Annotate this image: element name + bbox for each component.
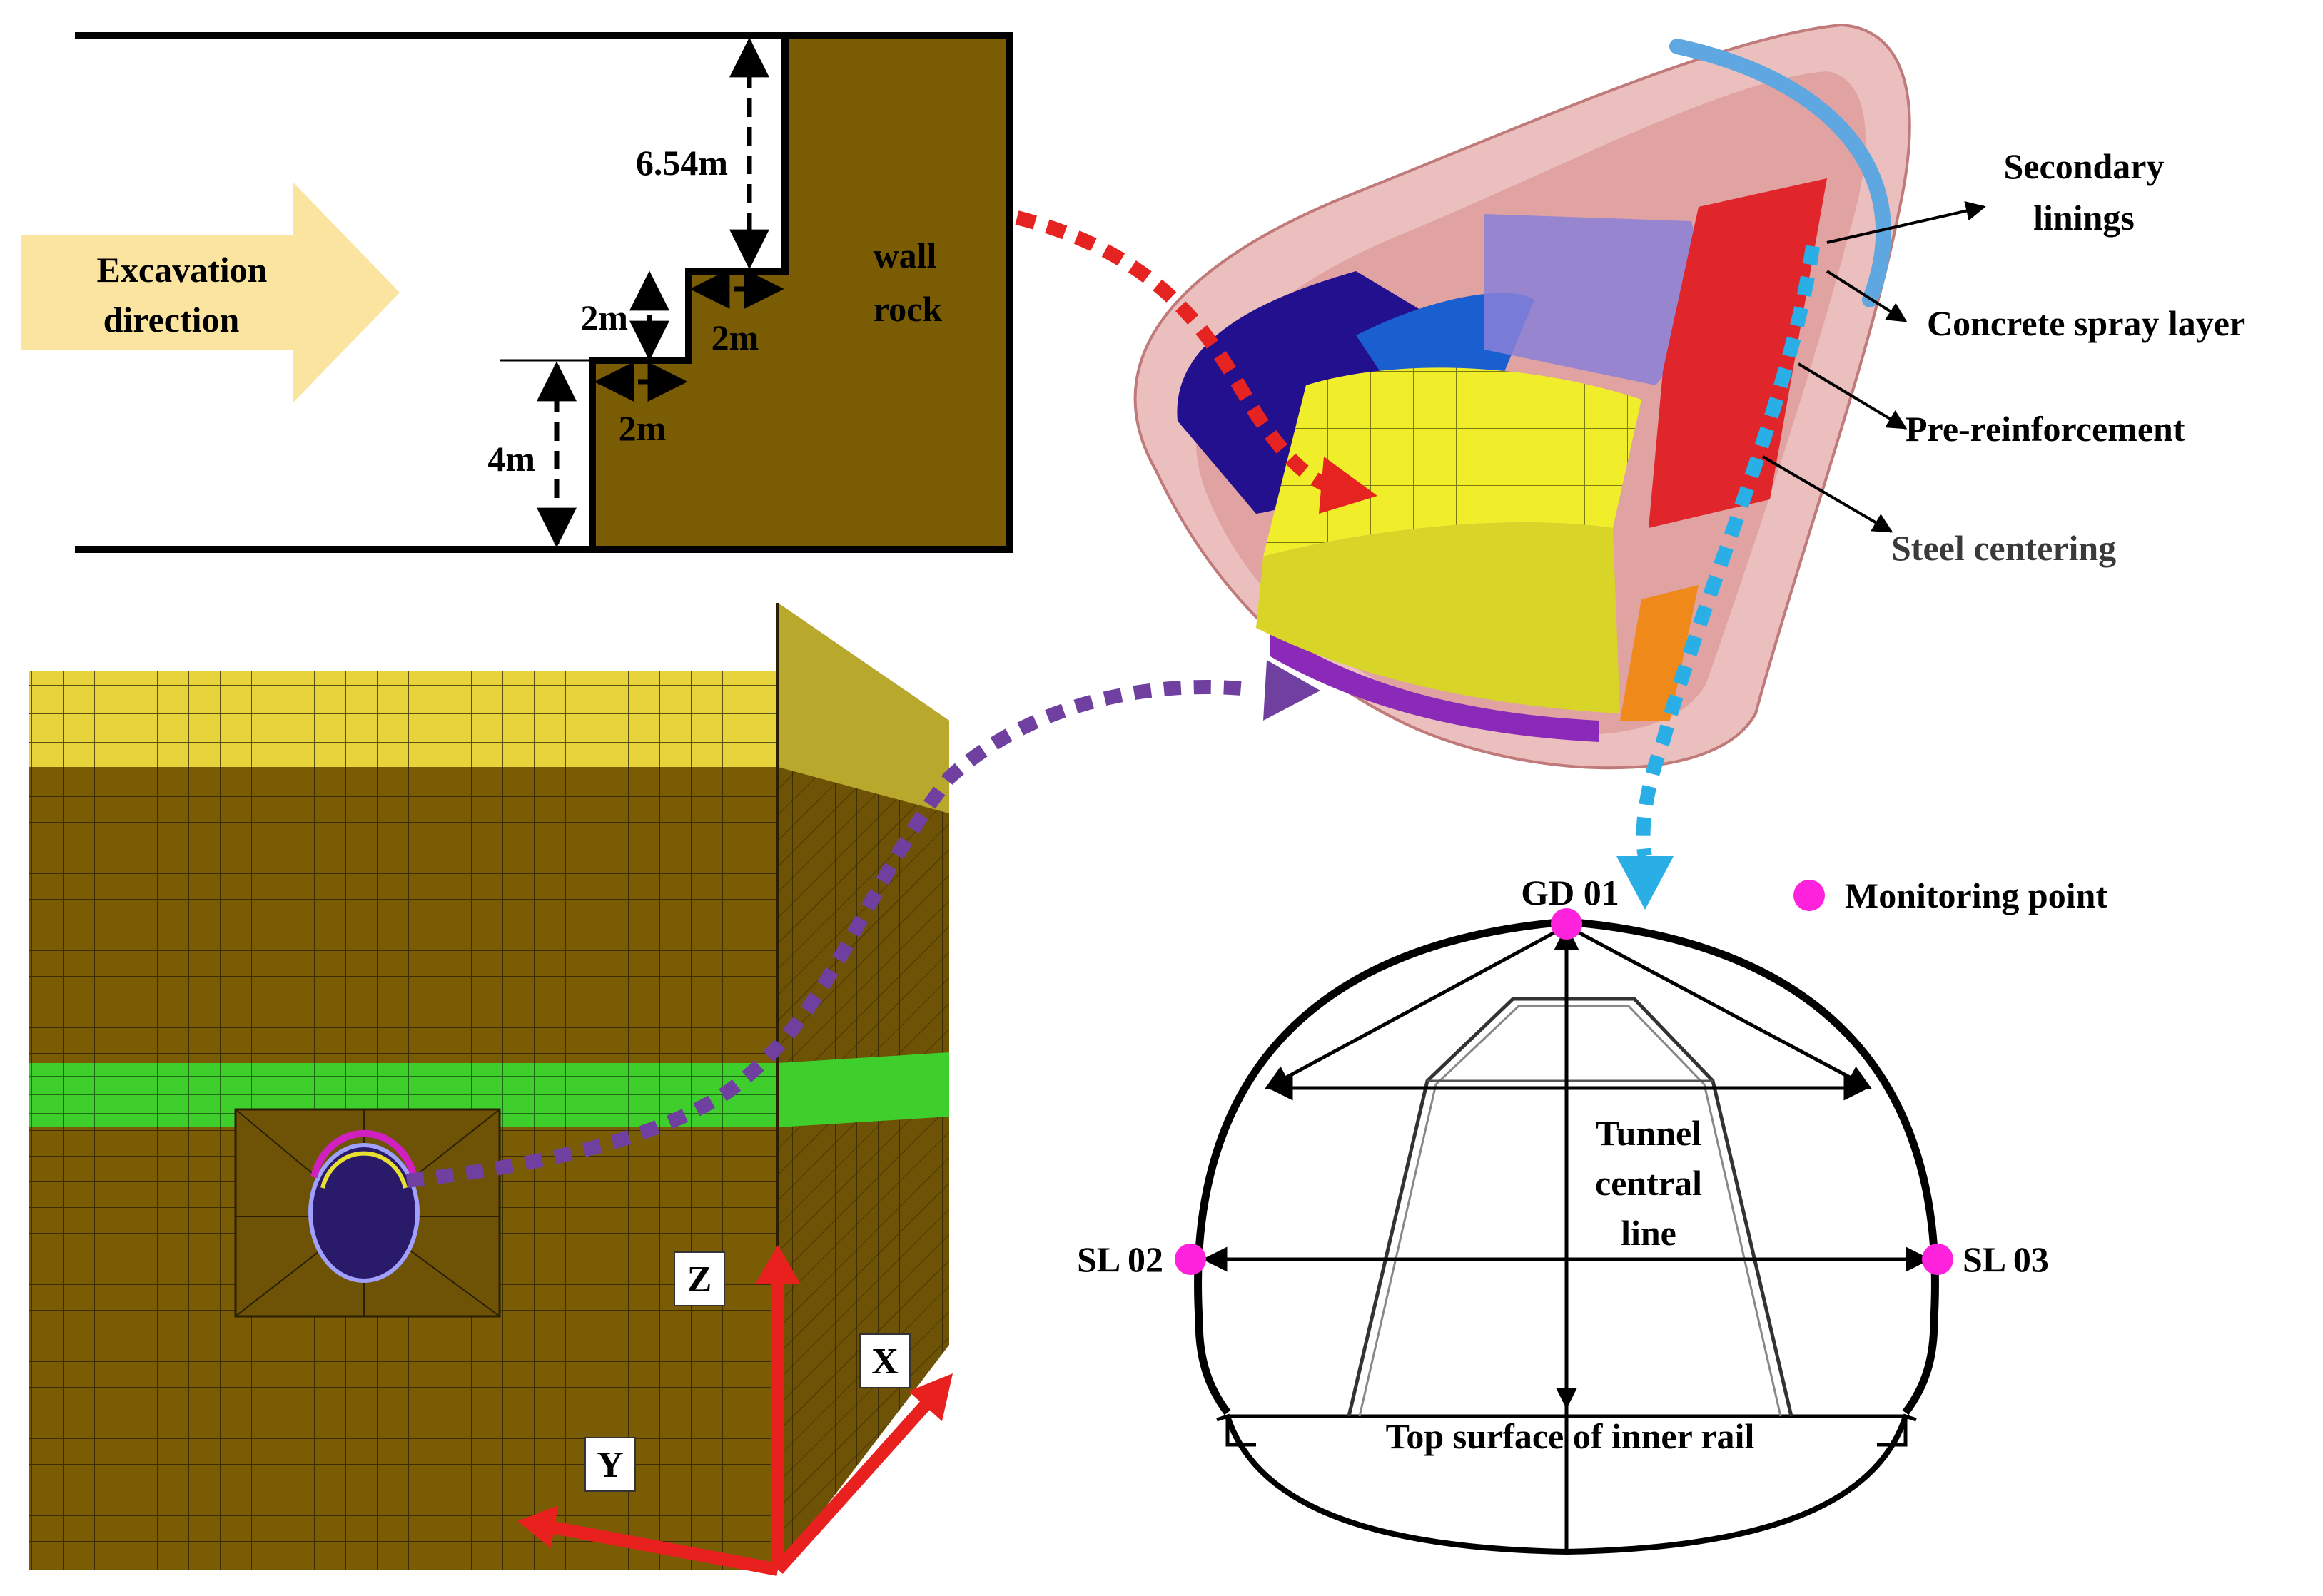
blue-arc-highlight (1669, 39, 1891, 307)
tunnel-support-model: Secondary linings Concrete spray layer P… (1133, 23, 2245, 770)
finite-element-block: Z X Y (29, 603, 953, 1576)
monitoring-point-gd01 (1551, 908, 1582, 940)
label-steel-centering: Steel centering (1891, 528, 2116, 568)
block-front-yellow-layer (29, 671, 778, 767)
measure-line-gd01-left (1264, 924, 1568, 1090)
label-secondary-linings-1: Secondary (2004, 146, 2165, 186)
excavation-profile: Excavation direction wall rock 6.54m 2m … (21, 32, 1013, 553)
axis-x-label-box (859, 1333, 911, 1388)
leader-concrete-spray (1826, 270, 1908, 322)
purple-dashed-connector-head (1263, 660, 1320, 721)
axis-y (548, 1520, 779, 1576)
dim-label-step-height: 2m (580, 298, 628, 337)
dim-label-bottom: 4m (487, 439, 535, 479)
tunnel-lining-arc (310, 1129, 417, 1179)
leader-pre-reinforcement (1797, 362, 1908, 430)
leader-secondary-linings (1826, 200, 1986, 244)
measure-line-gd01-right (1565, 924, 1873, 1090)
wall-rock-face (589, 32, 1013, 553)
red-core-segment (1649, 178, 1827, 528)
axis-y-label: Y (597, 1445, 624, 1485)
monitoring-point-sl02 (1175, 1244, 1206, 1275)
label-top-surface-rail: Top surface of inner rail (1386, 1416, 1755, 1456)
label-pre-reinforcement: Pre-reinforcement (1906, 409, 2185, 449)
monitoring-point-sl03 (1922, 1244, 1953, 1275)
purple-core-segment (1484, 214, 1713, 385)
central-line-arrow (1556, 1388, 1577, 1409)
label-tunnel-central-1: Tunnel (1596, 1113, 1701, 1153)
axis-y-head (517, 1505, 558, 1548)
axis-z-label-box (674, 1251, 725, 1306)
label-tunnel-central-2: central (1595, 1163, 1702, 1203)
axis-y-label-box (584, 1437, 636, 1492)
orange-base-segment (1620, 585, 1699, 721)
purple-base-segment (1270, 628, 1599, 742)
wall-rock-label-2: rock (874, 289, 942, 329)
excavation-step-outline (1347, 997, 1793, 1417)
excavation-direction-label-1: Excavation (97, 250, 268, 290)
purple-dashed-connector (405, 679, 1243, 1188)
dim-label-upper-width: 2m (712, 317, 759, 357)
yellow-core-top (1263, 367, 1641, 556)
excavation-direction-label-2: direction (103, 300, 240, 340)
connector-arrows (405, 210, 1820, 1188)
excavation-direction-arrow (21, 182, 400, 403)
tunnel-cross-section: GD 01 SL 02 SL 03 Monitoring point Tunne… (1077, 873, 2107, 1555)
axis-z-head (755, 1245, 801, 1284)
red-dashed-connector-head (1319, 457, 1377, 514)
axis-z-label: Z (687, 1259, 712, 1300)
coordinate-axes: Z X Y (517, 1245, 953, 1576)
label-tunnel-central-3: line (1621, 1213, 1676, 1253)
tunnel-lining-arc-yellow (320, 1151, 408, 1189)
dim-label-top: 6.54m (636, 143, 728, 183)
legend-monitoring-label: Monitoring point (1845, 875, 2107, 915)
legend-monitoring-dot (1793, 880, 1825, 911)
label-gd01: GD 01 (1521, 873, 1619, 913)
cyan-dashed-connector-head (1616, 856, 1674, 910)
label-sl03: SL 03 (1963, 1239, 2049, 1279)
tunnel-opening (308, 1143, 420, 1283)
label-concrete-spray-layer: Concrete spray layer (1927, 303, 2245, 343)
rail-notch-right (1877, 1413, 1917, 1447)
excavation-step-inner (1358, 1005, 1782, 1417)
label-secondary-linings-2: linings (2033, 198, 2135, 238)
axis-x-head (909, 1373, 953, 1421)
rail-notch-left (1216, 1413, 1256, 1447)
block-side-green-layer (778, 1052, 949, 1127)
yellow-core-front (1256, 522, 1620, 713)
leader-steel-centering (1761, 455, 1893, 533)
red-dashed-connector (1015, 210, 1337, 496)
label-sl02: SL 02 (1077, 1239, 1163, 1279)
axis-x-label: X (871, 1341, 899, 1382)
block-side-yellow-layer (778, 603, 949, 813)
axis-x (773, 1393, 936, 1575)
dim-label-lower-width: 2m (619, 408, 667, 448)
wall-rock-label-1: wall (874, 235, 937, 275)
